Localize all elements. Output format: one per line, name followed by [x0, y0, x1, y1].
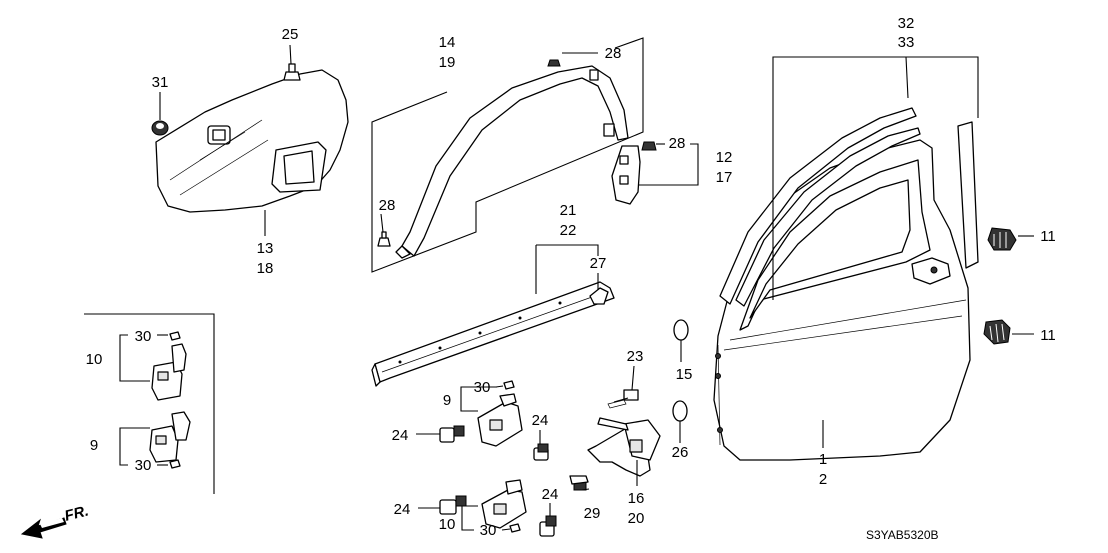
callout-10-left: 10	[86, 351, 103, 368]
callout-9-left: 9	[90, 437, 98, 454]
callout-25: 25	[282, 26, 299, 43]
callout-23: 23	[627, 348, 644, 365]
callout-30-center-upper: 30	[474, 379, 491, 396]
callout-24-bottom-left: 24	[394, 501, 411, 518]
callout-28-top: 28	[605, 45, 622, 62]
callout-22: 22	[560, 222, 577, 239]
callout-28-right: 28	[669, 135, 686, 152]
callout-30-center-lower: 30	[480, 522, 497, 539]
callout-26: 26	[672, 444, 689, 461]
diagram-code: S3YAB5320B	[866, 528, 939, 542]
seal-26-part	[672, 400, 688, 422]
callout-11-upper: 11	[1040, 228, 1056, 245]
callout-32: 32	[898, 15, 915, 32]
weatherstrip-part	[719, 107, 979, 307]
callout-29: 29	[584, 505, 601, 522]
pin-30-center-lower-part	[509, 523, 521, 533]
bolt-24-bottom-left-part	[439, 495, 467, 515]
door-insulator-part	[155, 69, 349, 213]
hinge-lower-center-part	[481, 479, 527, 529]
front-direction-indicator: FR.	[20, 503, 91, 539]
pin-30-left-upper-part	[169, 331, 181, 341]
hinge-upper-left-part	[151, 343, 187, 401]
callout-24-bottom-right: 24	[542, 486, 559, 503]
corner-garnish-part	[611, 145, 641, 205]
clip-25-part	[283, 63, 301, 81]
outer-molding-part	[395, 65, 629, 259]
clip-28-left-part	[377, 231, 391, 247]
callout-31: 31	[152, 74, 169, 91]
callout-28-left: 28	[379, 197, 396, 214]
seal-15-part	[673, 319, 689, 341]
door-panel-part	[713, 139, 971, 461]
callout-10-center: 10	[439, 516, 456, 533]
side-protector-part	[371, 281, 615, 387]
bolt-24-bottom-right-part	[539, 515, 557, 537]
pin-30-center-upper-part	[503, 380, 515, 390]
callout-27: 27	[590, 255, 607, 272]
callout-11-lower: 11	[1040, 327, 1056, 344]
leader-lines	[119, 44, 1034, 531]
callout-14: 14	[439, 34, 456, 51]
bolt-24-left-part	[439, 425, 465, 443]
hinge-lower-left-part	[149, 411, 191, 463]
callout-9-center: 9	[443, 392, 451, 409]
front-direction-label: FR.	[63, 503, 91, 525]
callout-30-left-lower: 30	[135, 457, 152, 474]
callout-18: 18	[257, 260, 274, 277]
callout-30-left-upper: 30	[135, 328, 152, 345]
front-arrow-icon	[20, 517, 67, 539]
callout-17: 17	[716, 169, 733, 186]
grommet-11-upper-part	[987, 227, 1017, 251]
callout-19: 19	[439, 54, 456, 71]
bolt-23-part	[607, 389, 639, 409]
door-checker-part	[587, 417, 661, 477]
callout-labels: 1 2 9 9 10 10 11 11 12 13 14 15 16 17 18…	[86, 15, 1056, 539]
hinge-upper-center-part	[477, 393, 523, 447]
bolt-24-right-part	[533, 443, 549, 461]
clip-28-right-part	[641, 141, 657, 151]
callout-12: 12	[716, 149, 733, 166]
pin-30-left-lower-part	[169, 459, 181, 469]
callout-1: 1	[819, 451, 827, 468]
callout-33: 33	[898, 34, 915, 51]
clip-31-part	[151, 120, 169, 136]
callout-2: 2	[819, 471, 827, 488]
callout-20: 20	[628, 510, 645, 527]
callout-24-right: 24	[532, 412, 549, 429]
callout-21: 21	[560, 202, 577, 219]
callout-15: 15	[676, 366, 693, 383]
clip-28-top-part	[547, 59, 561, 67]
grommet-11-lower-part	[983, 319, 1011, 345]
callout-16: 16	[628, 490, 645, 507]
callout-13: 13	[257, 240, 274, 257]
bolt-29-part	[569, 475, 589, 491]
callout-24-left: 24	[392, 427, 409, 444]
